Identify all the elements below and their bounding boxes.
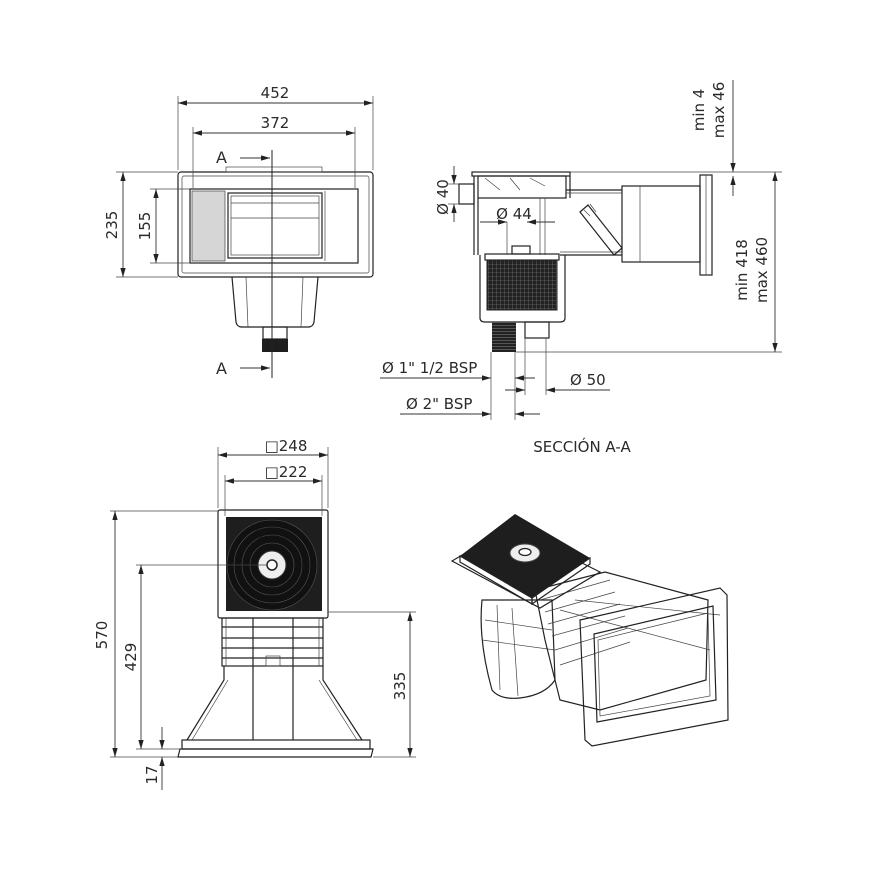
section-marker-top: A (216, 148, 227, 167)
dim-min-418: min 418 (733, 239, 751, 301)
section-view: Ø 40 Ø 44 min 418 max 460 min 4 max 46 Ø… (380, 80, 782, 456)
dim-diameter-44: Ø 44 (496, 205, 532, 223)
front-view: A A 452 372 235 155 (103, 84, 374, 378)
dim-max-46: max 46 (710, 82, 728, 139)
dim-max-460: max 460 (753, 237, 771, 303)
dim-155: 155 (136, 212, 154, 241)
dim-lid-248: □248 (265, 437, 308, 455)
section-marker-bottom: A (216, 359, 227, 378)
section-caption: SECCIÓN A-A (533, 437, 631, 456)
dim-diameter-40: Ø 40 (434, 179, 452, 215)
dim-lid-222: □222 (265, 463, 308, 481)
dim-17: 17 (143, 765, 161, 784)
dim-min-4: min 4 (690, 89, 708, 132)
dim-335: 335 (391, 672, 409, 701)
side-view: □248 □222 570 429 335 17 (93, 437, 416, 790)
dim-thread-1-1-2-bsp: Ø 1" 1/2 BSP (382, 359, 477, 377)
isometric-view (450, 514, 729, 747)
dim-429: 429 (122, 643, 140, 672)
dim-372: 372 (261, 114, 290, 132)
dim-570: 570 (93, 621, 111, 650)
dim-452: 452 (261, 84, 290, 102)
dim-diameter-50: Ø 50 (570, 371, 606, 389)
dim-thread-2-bsp: Ø 2" BSP (406, 395, 472, 413)
dim-235: 235 (103, 211, 121, 240)
